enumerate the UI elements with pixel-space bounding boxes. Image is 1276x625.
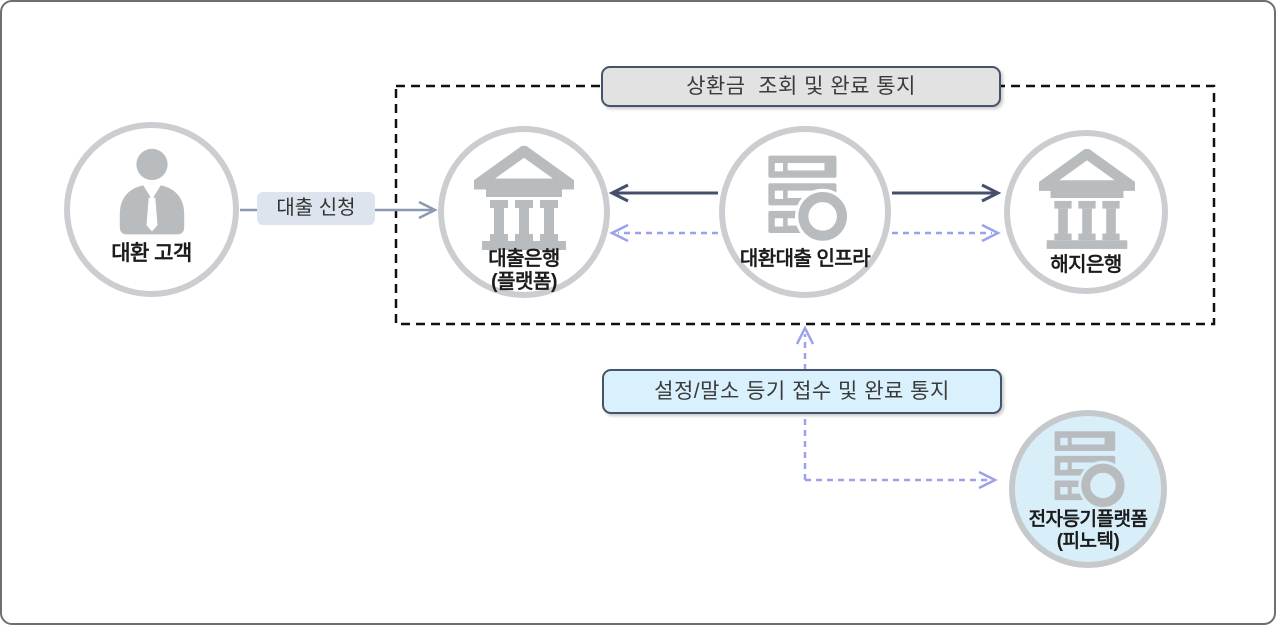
node-label: 대환 고객 (111, 242, 192, 265)
node-loan-bank: 대출은행 (플랫폼) (438, 126, 610, 298)
node-sublabel: (피노텍) (1056, 531, 1120, 552)
person-icon (119, 148, 185, 235)
arrow-infra-to-loanbank-dashed (609, 223, 718, 243)
node-label: 해지은행 (1050, 254, 1122, 276)
tag-loan-application: 대출 신청 (257, 192, 375, 225)
node-label: 전자등기플랫폼 (1028, 509, 1148, 530)
server-search-icon (1054, 431, 1128, 510)
node-label: 대출은행 (488, 248, 560, 270)
arrow-registry-up-dashed (795, 325, 815, 480)
node-exit-bank: 해지은행 (1004, 130, 1168, 294)
arrow-infra-to-exitbank-solid (892, 183, 1002, 203)
node-label: 대환대출 인프라 (739, 248, 871, 270)
arrow-infra-to-exitbank-dashed (892, 223, 1001, 243)
arrow-to-eregistry-dashed (805, 470, 998, 490)
bank-icon (474, 146, 574, 250)
node-refinance-customer: 대환 고객 (64, 122, 239, 297)
banner-registration-notice: 설정/말소 등기 접수 및 완료 통지 (602, 369, 1002, 414)
banner-repayment-inquiry: 상환금 조회 및 완료 통지 (601, 66, 1001, 107)
server-search-icon (768, 155, 851, 244)
node-sublabel: (플랫폼) (490, 271, 558, 293)
bank-icon (1039, 149, 1135, 249)
arrow-infra-to-loanbank-solid (608, 183, 718, 203)
node-refinance-infra: 대환대출 인프라 (719, 126, 891, 298)
node-e-registry-platform: 전자등기플랫폼 (피노텍) (1009, 410, 1167, 568)
